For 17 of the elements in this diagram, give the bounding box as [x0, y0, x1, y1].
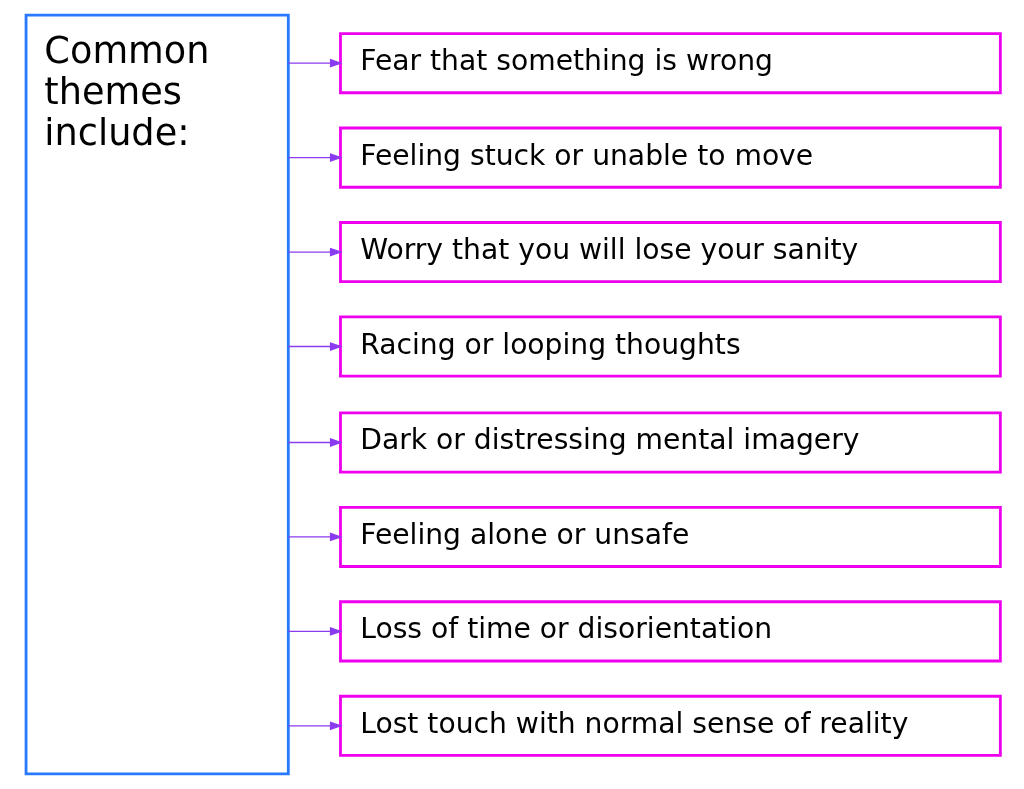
node-box: Feeling alone or unsafe — [338, 505, 1002, 568]
arrow — [287, 153, 343, 163]
node-box: Common themes include: — [24, 13, 290, 776]
node-box: Racing or looping thoughts — [338, 315, 1002, 378]
arrow — [287, 532, 343, 542]
arrow — [287, 721, 343, 731]
arrow — [287, 626, 343, 636]
node-box: Lost touch with normal sense of reality — [338, 694, 1002, 757]
node-box: Worry that you will lose your sanity — [338, 221, 1002, 284]
node-box: Loss of time or disorientation — [338, 600, 1002, 663]
arrow — [287, 247, 343, 257]
node-box: Dark or distressing mental imagery — [338, 411, 1002, 474]
arrow — [287, 438, 343, 447]
node-box: Fear that something is wrong — [338, 32, 1002, 95]
arrow — [287, 58, 343, 68]
arrow — [287, 342, 343, 351]
node-box: Feeling stuck or unable to move — [338, 126, 1002, 189]
